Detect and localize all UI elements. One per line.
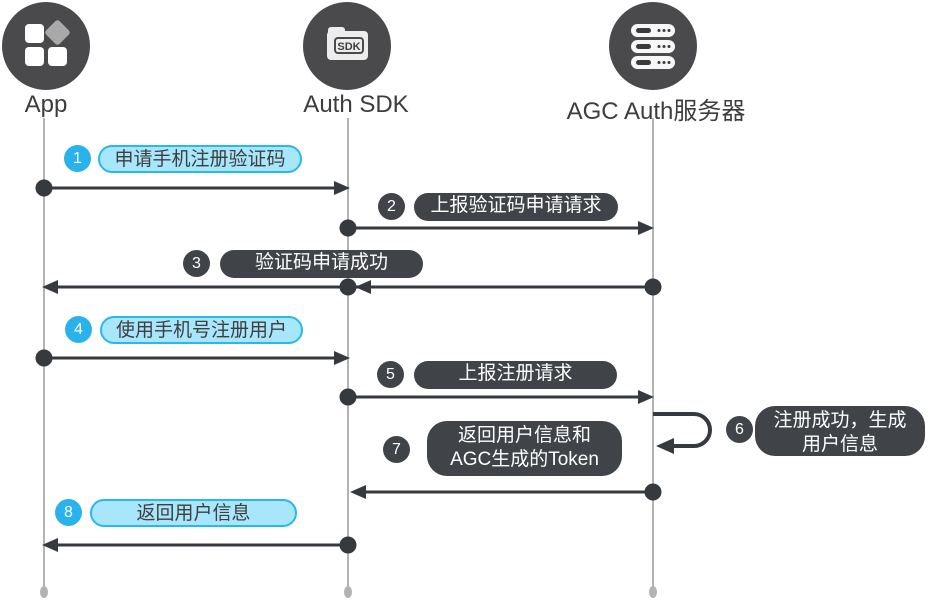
actor-label-auth-sdk: Auth SDK	[303, 91, 409, 118]
arrow-step-4	[35, 349, 350, 367]
message-bubble-4: 使用手机号注册用户	[100, 316, 303, 344]
step-badge-3: 3	[183, 250, 210, 277]
message-bubble-6-line1: 注册成功，生成	[773, 410, 907, 431]
message-bubble-6: 注册成功，生成 用户信息	[755, 406, 925, 456]
arrow-step-1	[35, 179, 350, 197]
message-bubble-6-line2: 用户信息	[801, 434, 878, 455]
message-bubble-8: 返回用户信息	[90, 499, 297, 527]
step-badge-7: 7	[383, 436, 410, 463]
arrow-step-5	[339, 388, 654, 406]
sdk-icon-text: SDK	[337, 41, 360, 53]
message-bubble-7-line2: AGC生成的Token	[450, 449, 599, 470]
step-badge-2: 2	[378, 193, 405, 220]
step-badge-4: 4	[65, 316, 92, 343]
arrow-step-7	[350, 483, 662, 501]
arrow-step-2	[339, 219, 654, 237]
message-bubble-3: 验证码申请成功	[220, 250, 423, 278]
app-grid-icon	[2, 2, 90, 90]
arrow-step-8	[42, 536, 357, 554]
sdk-folder-icon: SDK	[303, 2, 391, 90]
message-bubble-7-line1: 返回用户信息和	[457, 425, 591, 446]
message-bubble-7: 返回用户信息和 AGC生成的Token	[427, 421, 622, 476]
lifeline-end-dots	[40, 586, 657, 598]
step-badge-8: 8	[55, 499, 82, 526]
arrow-step-3	[42, 278, 662, 296]
server-stack-icon	[609, 2, 697, 90]
step-badge-1: 1	[64, 145, 91, 172]
arrow-step-6-self-loop	[653, 412, 712, 454]
message-bubble-1: 申请手机注册验证码	[98, 145, 302, 173]
actor-label-agc-server: AGC Auth服务器	[566, 98, 746, 125]
message-bubble-2: 上报验证码申请请求	[414, 193, 618, 221]
step-badge-5: 5	[377, 361, 404, 388]
message-bubble-5: 上报注册请求	[414, 361, 617, 389]
actor-label-app: App	[24, 91, 68, 118]
step-badge-6: 6	[726, 416, 753, 443]
